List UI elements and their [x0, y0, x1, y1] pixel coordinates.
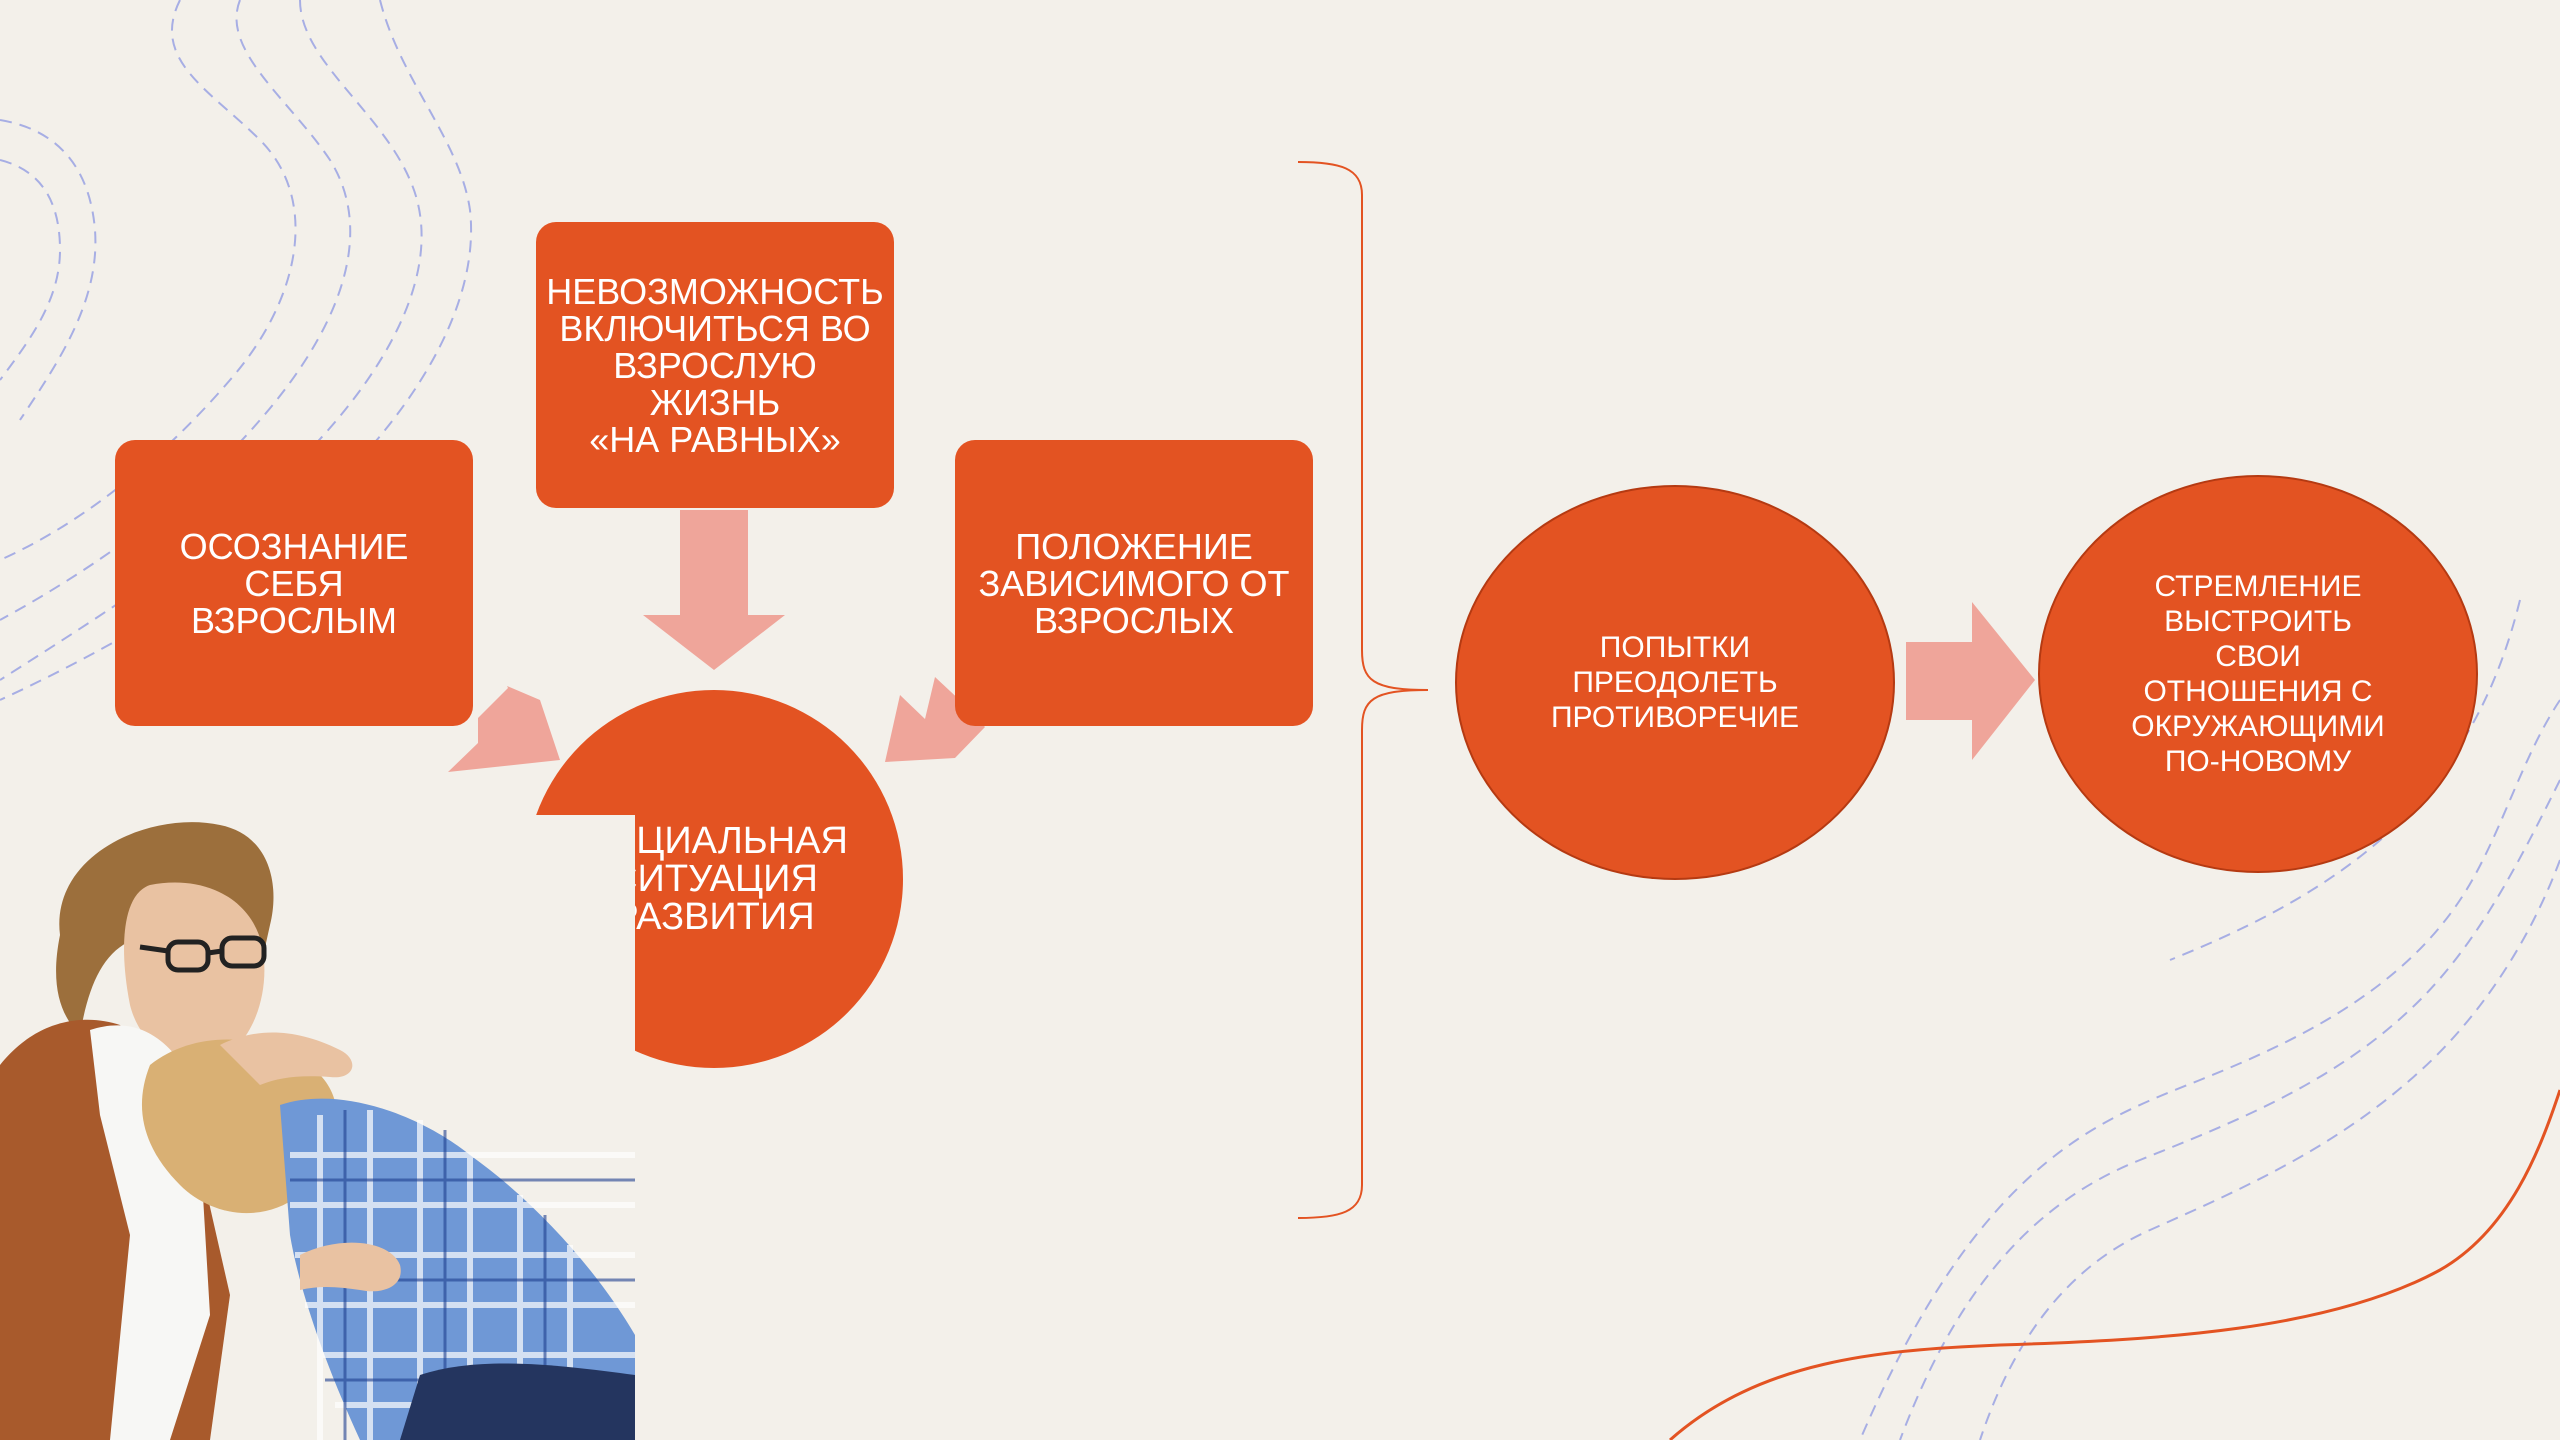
- node-attempts-label: ПОПЫТКИ ПРЕОДОЛЕТЬ ПРОТИВОРЕЧИЕ: [1550, 631, 1800, 734]
- node-impossibility: НЕВОЗМОЖНОСТЬ ВКЛЮЧИТЬСЯ ВО ВЗРОСЛУЮ ЖИЗ…: [536, 222, 894, 508]
- curly-brace: [1297, 161, 1429, 1219]
- node-self-awareness: ОСОЗНАНИЕ СЕБЯ ВЗРОСЛЫМ: [115, 440, 473, 726]
- arrow-down-right: [448, 686, 560, 772]
- node-self-awareness-label: ОСОЗНАНИЕ СЕБЯ ВЗРОСЛЫМ: [179, 525, 409, 641]
- arrow-down-left: [885, 677, 985, 762]
- mother-hugging-teen-photo: [0, 815, 635, 1440]
- arrow-right: [1906, 602, 2035, 760]
- node-attempts: ПОПЫТКИ ПРЕОДОЛЕТЬ ПРОТИВОРЕЧИЕ: [1455, 485, 1895, 880]
- photo-illustration: [0, 815, 635, 1440]
- node-striving: СТРЕМЛЕНИЕ ВЫСТРОИТЬ СВОИ ОТНОШЕНИЯ С ОК…: [2038, 475, 2478, 873]
- node-impossibility-label: НЕВОЗМОЖНОСТЬ ВКЛЮЧИТЬСЯ ВО ВЗРОСЛУЮ ЖИЗ…: [546, 270, 884, 460]
- arrow-down: [643, 510, 785, 670]
- node-striving-label: СТРЕМЛЕНИЕ ВЫСТРОИТЬ СВОИ ОТНОШЕНИЯ С ОК…: [2131, 570, 2385, 778]
- node-dependency: ПОЛОЖЕНИЕ ЗАВИСИМОГО ОТ ВЗРОСЛЫХ: [955, 440, 1313, 726]
- node-dependency-label: ПОЛОЖЕНИЕ ЗАВИСИМОГО ОТ ВЗРОСЛЫХ: [978, 525, 1290, 641]
